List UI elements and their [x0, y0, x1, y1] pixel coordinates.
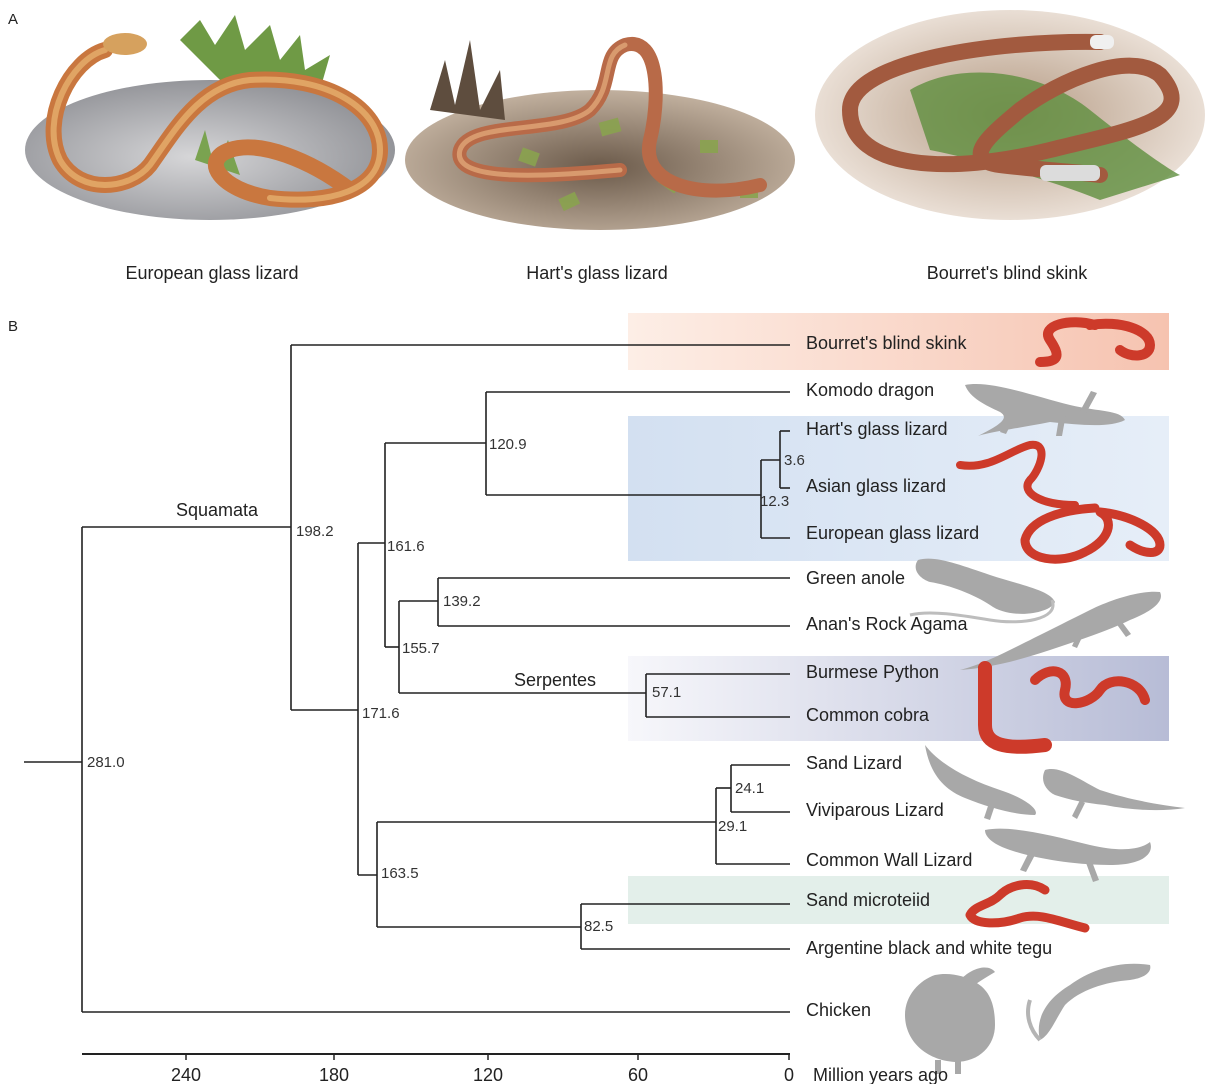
bourrets-blind-skink-illustration [815, 10, 1205, 220]
node-age-24: 24.1 [735, 780, 764, 797]
caption-harts-glass-lizard: Hart's glass lizard [526, 263, 667, 283]
taxon-sand-microteiid: Sand microteiid [806, 890, 930, 910]
taxon-bourrets-blind-skink: Bourret's blind skink [806, 333, 968, 353]
taxon-komodo-dragon: Komodo dragon [806, 380, 934, 400]
node-age-3: 3.6 [784, 452, 805, 469]
taxon-chicken: Chicken [806, 1000, 871, 1020]
tegu-silhouette [1028, 964, 1150, 1040]
taxon-sand-lizard: Sand Lizard [806, 753, 902, 773]
node-age-171: 171.6 [362, 705, 400, 722]
clade-label-squamata: Squamata [176, 500, 259, 520]
axis-unit-label: Million years ago [813, 1065, 948, 1084]
axis-tick-label-60: 60 [628, 1065, 648, 1084]
taxon-common-cobra: Common cobra [806, 705, 930, 725]
node-age-120: 120.9 [489, 436, 527, 453]
caption-bourrets-blind-skink: Bourret's blind skink [927, 263, 1089, 283]
common-wall-lizard-silhouette [985, 829, 1151, 882]
node-age-squamata: 198.2 [296, 523, 334, 540]
node-age-155: 155.7 [402, 640, 440, 657]
taxon-anans-rock-agama: Anan's Rock Agama [806, 614, 969, 634]
taxon-viviparous-lizard: Viviparous Lizard [806, 800, 944, 820]
node-age-82: 82.5 [584, 918, 613, 935]
clade-label-serpentes: Serpentes [514, 670, 596, 690]
axis-tick-label-180: 180 [319, 1065, 349, 1084]
caption-european-glass-lizard: European glass lizard [125, 263, 298, 283]
node-age-12: 12.3 [760, 493, 789, 510]
taxon-asian-glass-lizard: Asian glass lizard [806, 476, 946, 496]
panel-label-b: B [8, 318, 18, 335]
node-age-139: 139.2 [443, 593, 481, 610]
taxon-european-glass-lizard: European glass lizard [806, 523, 979, 543]
axis-tick-label-120: 120 [473, 1065, 503, 1084]
taxon-green-anole: Green anole [806, 568, 905, 588]
axis-tick-label-0: 0 [784, 1065, 794, 1084]
axis-tick-label-240: 240 [171, 1065, 201, 1084]
chicken-silhouette [905, 967, 995, 1074]
taxon-burmese-python: Burmese Python [806, 662, 939, 682]
taxon-harts-glass-lizard: Hart's glass lizard [806, 419, 947, 439]
green-anole-silhouette [910, 559, 1055, 622]
node-age-29: 29.1 [718, 818, 747, 835]
european-glass-lizard-illustration [25, 15, 395, 220]
harts-glass-lizard-illustration [405, 40, 795, 230]
node-age-57: 57.1 [652, 684, 681, 701]
panel-label-a: A [8, 11, 18, 28]
taxon-argentine-tegu: Argentine black and white tegu [806, 938, 1052, 958]
node-age-root: 281.0 [87, 754, 125, 771]
node-age-163: 163.5 [381, 865, 419, 882]
taxon-common-wall-lizard: Common Wall Lizard [806, 850, 972, 870]
node-age-161: 161.6 [387, 538, 425, 555]
viviparous-lizard-silhouette [1043, 769, 1185, 819]
